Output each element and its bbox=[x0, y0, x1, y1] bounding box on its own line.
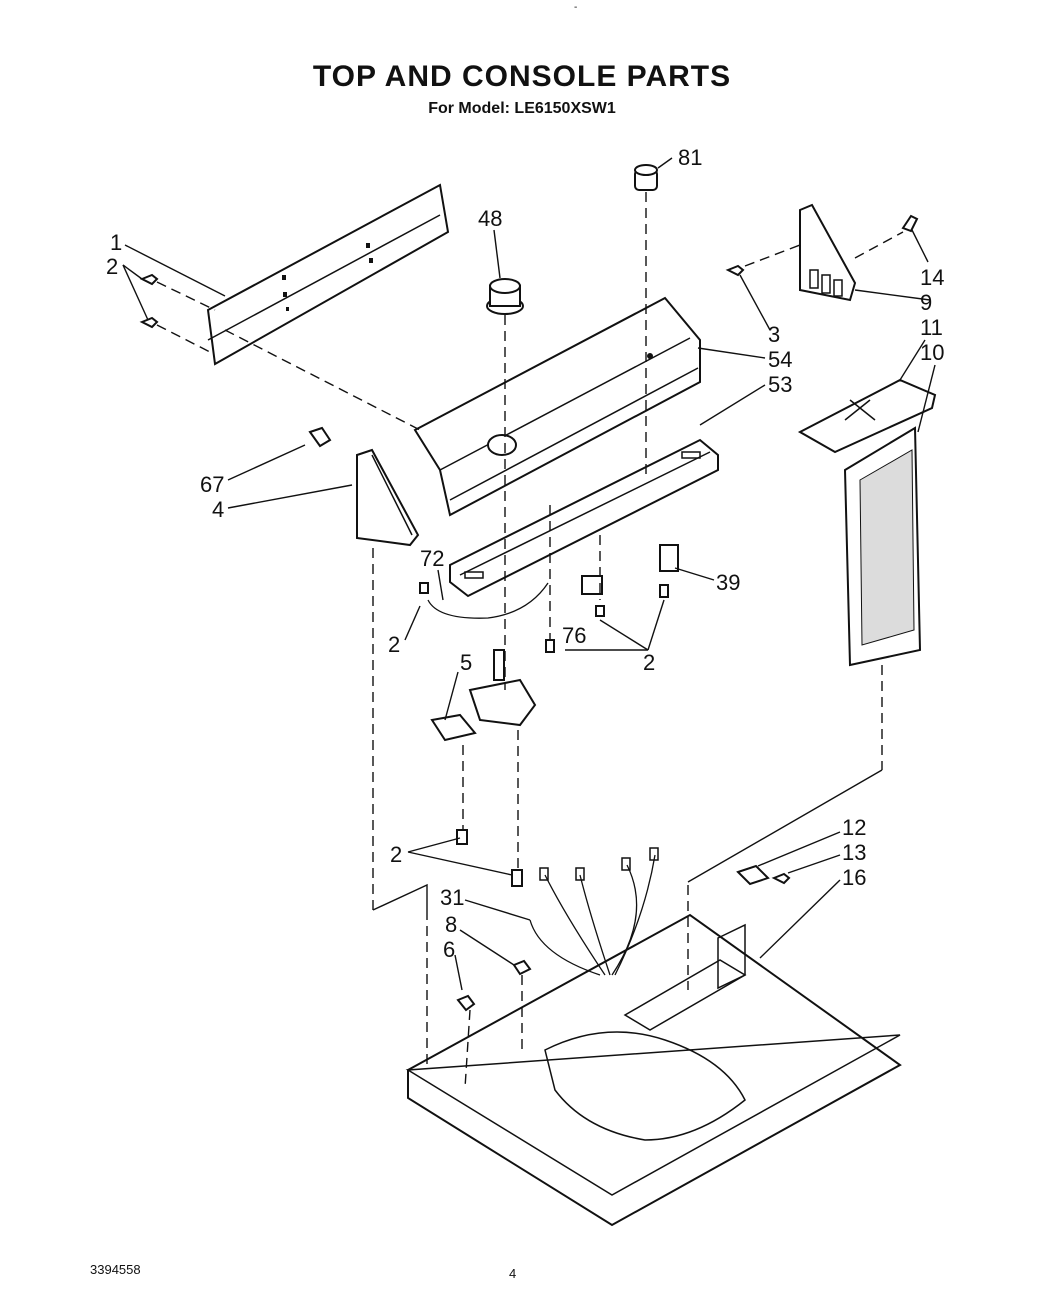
callout-12: 12 bbox=[842, 815, 866, 840]
part-10-lint-screen bbox=[843, 426, 922, 667]
callout-54: 54 bbox=[768, 347, 792, 372]
callout-5: 5 bbox=[460, 650, 472, 675]
callout-2-lower: 2 bbox=[390, 842, 402, 867]
part-81-knob bbox=[634, 164, 658, 191]
part-9-end-cap bbox=[799, 203, 857, 302]
connector-lines bbox=[372, 769, 883, 911]
part-5-bracket bbox=[430, 713, 477, 742]
part-13-screw bbox=[771, 872, 791, 885]
callout-4: 4 bbox=[212, 497, 224, 522]
timer-motor bbox=[468, 649, 537, 727]
callout-2-middle-right: 2 bbox=[643, 650, 655, 675]
top-mark: - bbox=[574, 2, 578, 13]
part-31-wire-harness bbox=[529, 847, 659, 976]
screw-14 bbox=[901, 214, 919, 233]
callout-81: 81 bbox=[678, 145, 702, 170]
part-67-clip bbox=[308, 426, 332, 448]
callout-13: 13 bbox=[842, 840, 866, 865]
callout-1: 1 bbox=[110, 230, 122, 255]
part-1-rear-bracket bbox=[206, 183, 450, 366]
callout-67: 67 bbox=[200, 472, 224, 497]
callout-8: 8 bbox=[445, 912, 457, 937]
leader-lines bbox=[122, 157, 936, 991]
callout-9: 9 bbox=[920, 290, 932, 315]
part-16-bracket bbox=[717, 923, 746, 990]
callout-labels: 1 2 81 48 14 9 3 54 53 11 10 67 4 72 39 … bbox=[106, 145, 944, 962]
document-number: 3394558 bbox=[90, 1262, 141, 1277]
callout-2-upper: 2 bbox=[106, 254, 118, 279]
part-54-console-rail bbox=[413, 296, 701, 517]
callout-10: 10 bbox=[920, 340, 944, 365]
screw-2-lower bbox=[456, 829, 523, 887]
callout-2-middle-left: 2 bbox=[388, 632, 400, 657]
screw-2-upper-left bbox=[139, 273, 159, 329]
callout-6: 6 bbox=[443, 937, 455, 962]
callout-11: 11 bbox=[920, 315, 943, 340]
part-4-left-end-cap bbox=[356, 448, 420, 547]
part-8-clip bbox=[512, 959, 532, 976]
part-76-component bbox=[581, 575, 603, 595]
callout-31: 31 bbox=[440, 885, 464, 910]
model-subtitle: For Model: LE6150XSW1 bbox=[428, 100, 616, 117]
part-72-wire bbox=[427, 582, 549, 619]
callout-3: 3 bbox=[768, 322, 780, 347]
callout-48: 48 bbox=[478, 206, 502, 231]
screw-3 bbox=[725, 264, 745, 277]
callout-76: 76 bbox=[562, 623, 586, 648]
part-11-screen-cover bbox=[797, 378, 937, 454]
screw-2-middle bbox=[419, 582, 669, 653]
part-12-clip bbox=[736, 864, 770, 886]
explode-lines bbox=[156, 192, 904, 1089]
callout-16: 16 bbox=[842, 865, 866, 890]
part-48-knob bbox=[486, 278, 524, 315]
callout-53: 53 bbox=[768, 372, 792, 397]
callout-72: 72 bbox=[420, 546, 444, 571]
callout-39: 39 bbox=[716, 570, 740, 595]
page-title: TOP AND CONSOLE PARTS bbox=[312, 60, 732, 93]
page-number: 4 bbox=[509, 1266, 517, 1281]
top-panel-base bbox=[405, 913, 902, 1227]
part-6-plug bbox=[456, 994, 476, 1012]
part-39-switch bbox=[659, 544, 679, 572]
callout-14: 14 bbox=[920, 265, 944, 290]
part-53-lower-channel bbox=[449, 438, 719, 598]
